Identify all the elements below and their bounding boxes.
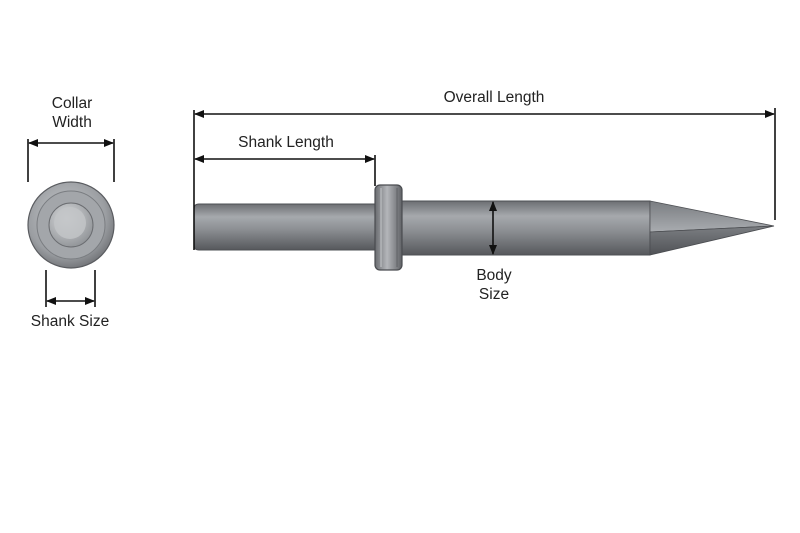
end-view-shank-face [54, 207, 86, 239]
shank-length-label: Shank Length [238, 134, 334, 151]
tip-lower-facet [649, 225, 775, 256]
collar-width-label-line-2: Width [52, 114, 92, 131]
collar-width-label: Collar Width [22, 94, 122, 132]
body-size-label-line-1: Body [476, 267, 512, 284]
end-view [27, 181, 115, 269]
overall-length-dimension [193, 108, 776, 250]
shank-size-dimension [45, 270, 96, 307]
shank-size-label: Shank Size [30, 313, 110, 330]
collar-width-dimension [27, 139, 115, 182]
body-size-label-line-2: Size [478, 286, 510, 303]
overall-length-label: Overall Length [443, 89, 545, 106]
side-view [193, 184, 775, 271]
tool-body [399, 200, 651, 256]
shank-body [193, 203, 379, 251]
body-size-label: Body Size [454, 266, 534, 304]
collar-width-label-line-1: Collar [51, 95, 93, 112]
collar [374, 184, 403, 271]
shank-length-dimension [194, 155, 376, 186]
